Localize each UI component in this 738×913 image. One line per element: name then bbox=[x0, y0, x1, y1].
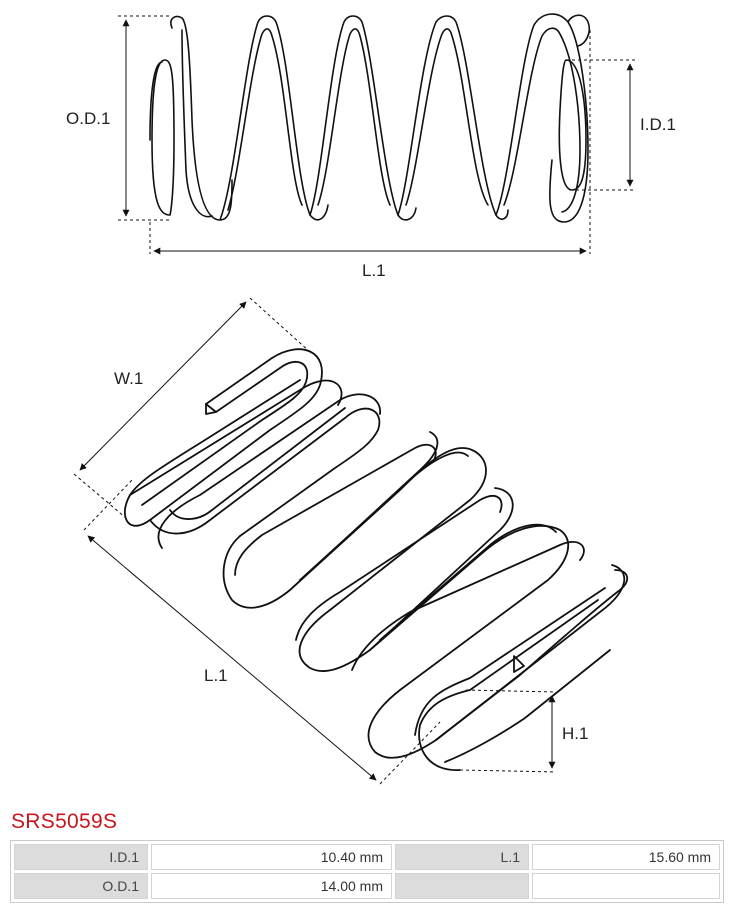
spec-key: I.D.1 bbox=[14, 844, 148, 870]
label-l-top: L.1 bbox=[362, 261, 386, 280]
label-id-top: I.D.1 bbox=[640, 115, 676, 134]
bottom-dimension-lines bbox=[73, 297, 557, 785]
spec-value: 15.60 mm bbox=[532, 844, 720, 870]
label-w: W.1 bbox=[114, 369, 143, 388]
spring-technical-drawing: O.D.1 I.D.1 L.1 bbox=[66, 13, 676, 785]
label-od-top: O.D.1 bbox=[66, 109, 110, 128]
spec-key: O.D.1 bbox=[14, 873, 148, 899]
spec-table: I.D.1 10.40 mm L.1 15.60 mm O.D.1 14.00 … bbox=[10, 840, 724, 903]
spec-value: 14.00 mm bbox=[151, 873, 392, 899]
label-l-bottom: L.1 bbox=[204, 666, 228, 685]
spec-value bbox=[532, 873, 720, 899]
spec-key: L.1 bbox=[395, 844, 529, 870]
spec-key bbox=[395, 873, 529, 899]
spec-value: 10.40 mm bbox=[151, 844, 392, 870]
table-row: O.D.1 14.00 mm bbox=[14, 873, 720, 899]
table-row: I.D.1 10.40 mm L.1 15.60 mm bbox=[14, 844, 720, 870]
spring-side-view bbox=[149, 13, 591, 223]
part-number-title: SRS5059S bbox=[11, 810, 118, 833]
top-dimension-lines bbox=[118, 15, 636, 255]
label-h: H.1 bbox=[562, 724, 588, 743]
